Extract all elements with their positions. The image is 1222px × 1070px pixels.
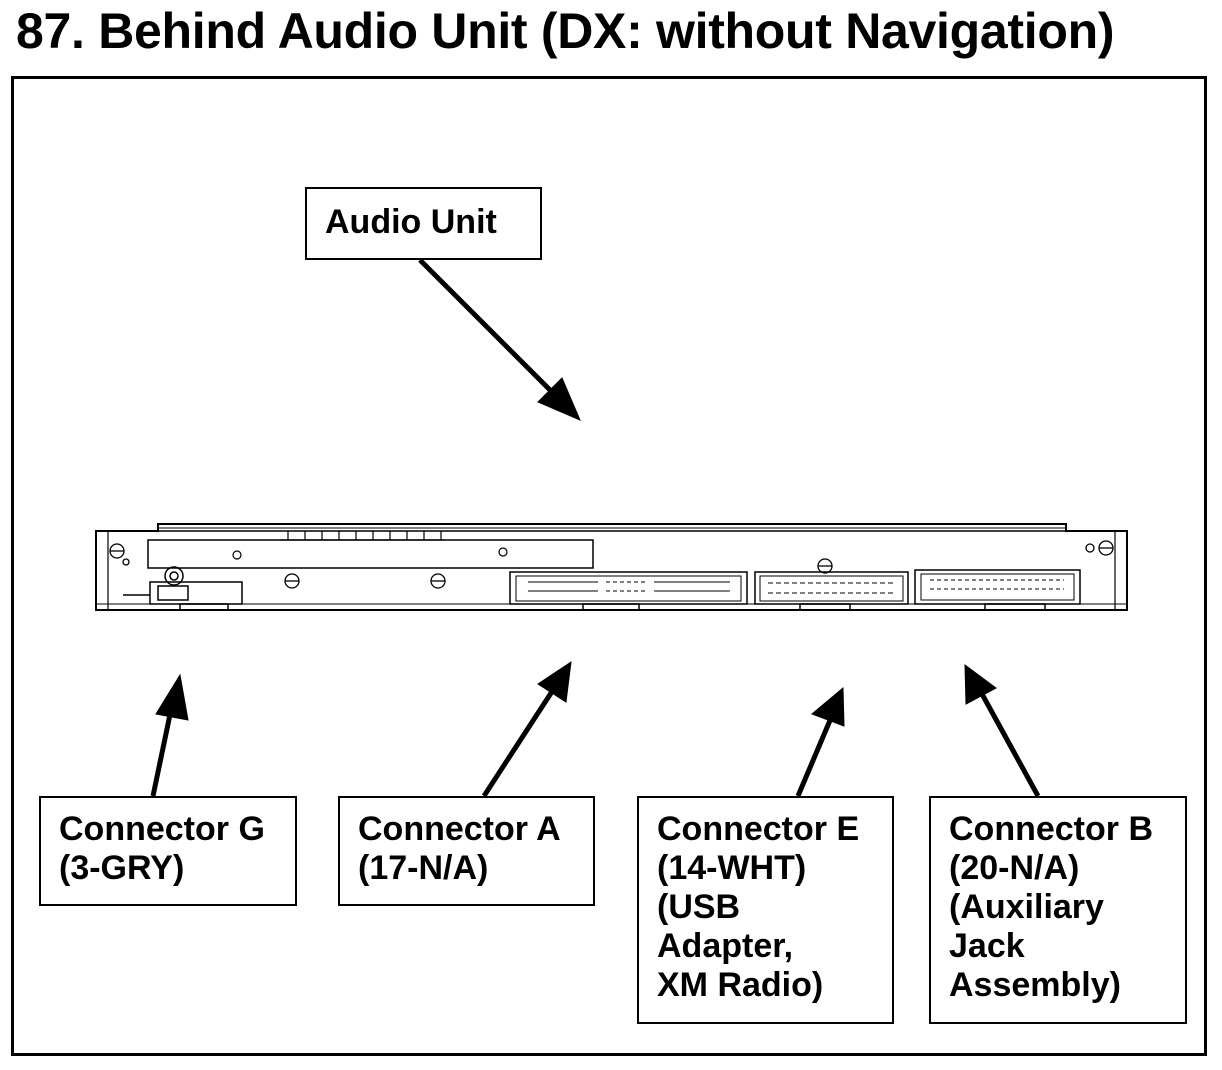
connector-a-label: Connector A (17-N/A): [338, 796, 595, 906]
arrow-connector-b: [979, 692, 1041, 798]
connector-a-name: Connector A: [358, 810, 561, 848]
connector-e-desc-2: Adapter,: [657, 927, 794, 965]
connector-e-desc-3: XM Radio): [657, 966, 824, 1004]
connector-b-desc-1: (Auxiliary: [949, 888, 1104, 926]
connector-g-label: Connector G (3-GRY): [39, 796, 297, 906]
connector-e-label: Connector E (14-WHT) (USB Adapter, XM Ra…: [637, 796, 894, 1024]
connector-e-desc-1: (USB: [657, 888, 741, 926]
arrow-audio-unit-head: [537, 377, 581, 421]
connector-g-spec: (3-GRY): [59, 849, 185, 887]
leader-arrows: [150, 258, 1041, 798]
arrow-connector-e: [795, 717, 834, 797]
connector-b-name: Connector B: [949, 810, 1153, 848]
connector-b-spec: (20-N/A): [949, 849, 1080, 887]
connector-e-name: Connector E: [657, 810, 860, 848]
page-title: 87. Behind Audio Unit (DX: without Navig…: [16, 3, 1115, 59]
arrow-connector-g: [150, 704, 175, 797]
arrow-connector-a: [481, 688, 556, 798]
audio-unit-label-text: Audio Unit: [325, 203, 497, 241]
connector-b-label: Connector B (20-N/A) (Auxiliary Jack Ass…: [929, 796, 1187, 1024]
arrow-connector-g-head: [155, 673, 189, 721]
arrow-audio-unit: [418, 258, 557, 397]
audio-unit-label: Audio Unit: [305, 187, 542, 260]
connector-e-spec: (14-WHT): [657, 849, 807, 887]
connector-g-name: Connector G: [59, 810, 265, 848]
connector-b-desc-3: Assembly): [949, 966, 1121, 1004]
connector-b-desc-2: Jack: [949, 927, 1025, 965]
arrow-connector-a-head: [537, 660, 572, 703]
arrow-connector-b-head: [964, 663, 997, 705]
audio-unit-drawing: [95, 523, 1128, 611]
arrow-connector-e-head: [811, 686, 845, 727]
connector-a-spec: (17-N/A): [358, 849, 489, 887]
diagram-frame: [11, 76, 1207, 1056]
